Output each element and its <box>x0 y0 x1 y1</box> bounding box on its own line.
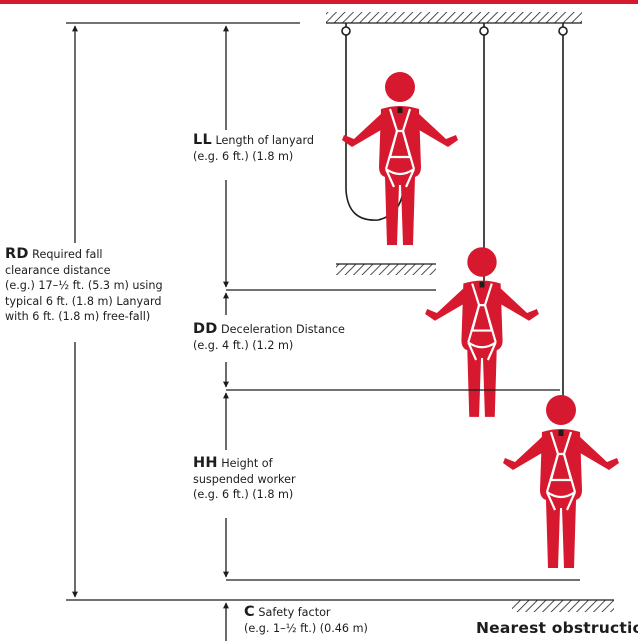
dd-title: Deceleration Distance <box>221 323 345 336</box>
c-abbr: C <box>244 604 255 620</box>
hh-line-1: suspended worker <box>193 472 296 486</box>
dimension-arrow-icon <box>66 22 580 641</box>
deceleration-distance-label: DD Deceleration Distance (e.g. 4 ft.) (1… <box>193 321 413 353</box>
top-accent-bar <box>0 0 638 4</box>
c-example: (e.g. 1–½ ft.) (0.46 m) <box>244 621 368 635</box>
obstruction-hatched-surface-icon <box>512 600 614 612</box>
rd-line-1: clearance distance <box>5 263 111 277</box>
dd-abbr: DD <box>193 321 218 337</box>
anchor-ring-icon <box>341 23 568 36</box>
c-title: Safety factor <box>258 606 331 619</box>
nearest-obstruction-label: Nearest obstruction <box>476 619 638 637</box>
worker-decelerating-icon <box>424 246 540 418</box>
ll-title: Length of lanyard <box>215 134 314 147</box>
hh-title: Height of <box>221 457 273 470</box>
rd-line-4: with 6 ft. (1.8 m) free-fall) <box>5 310 151 323</box>
rd-line-2: (e.g.) 17–½ ft. (5.3 m) using <box>5 279 163 292</box>
hh-line-2: (e.g. 6 ft.) (1.8 m) <box>193 488 294 501</box>
ll-abbr: LL <box>193 132 212 148</box>
dd-example: (e.g. 4 ft.) (1.2 m) <box>193 338 294 352</box>
rd-line-3: typical 6 ft. (1.8 m) Lanyard <box>5 294 162 308</box>
ceiling-hatched-surface-icon <box>326 12 582 23</box>
lanyard-lines <box>345 35 564 398</box>
ll-example: (e.g. 6 ft.) (1.8 m) <box>193 149 294 163</box>
platform-hatched-surface-icon <box>336 264 436 275</box>
lanyard-length-label: LL Length of lanyard (e.g. 6 ft.) (1.8 m… <box>193 132 363 164</box>
required-clearance-label: RD Required fall clearance distance (e.g… <box>5 246 205 325</box>
rd-title: Required fall <box>32 248 103 261</box>
safety-factor-label: C Safety factor (e.g. 1–½ ft.) (0.46 m) <box>244 604 444 636</box>
hh-abbr: HH <box>193 455 218 471</box>
worker-suspended-icon <box>501 393 621 570</box>
worker-height-label: HH Height of suspended worker (e.g. 6 ft… <box>193 455 373 503</box>
rd-abbr: RD <box>5 246 29 262</box>
